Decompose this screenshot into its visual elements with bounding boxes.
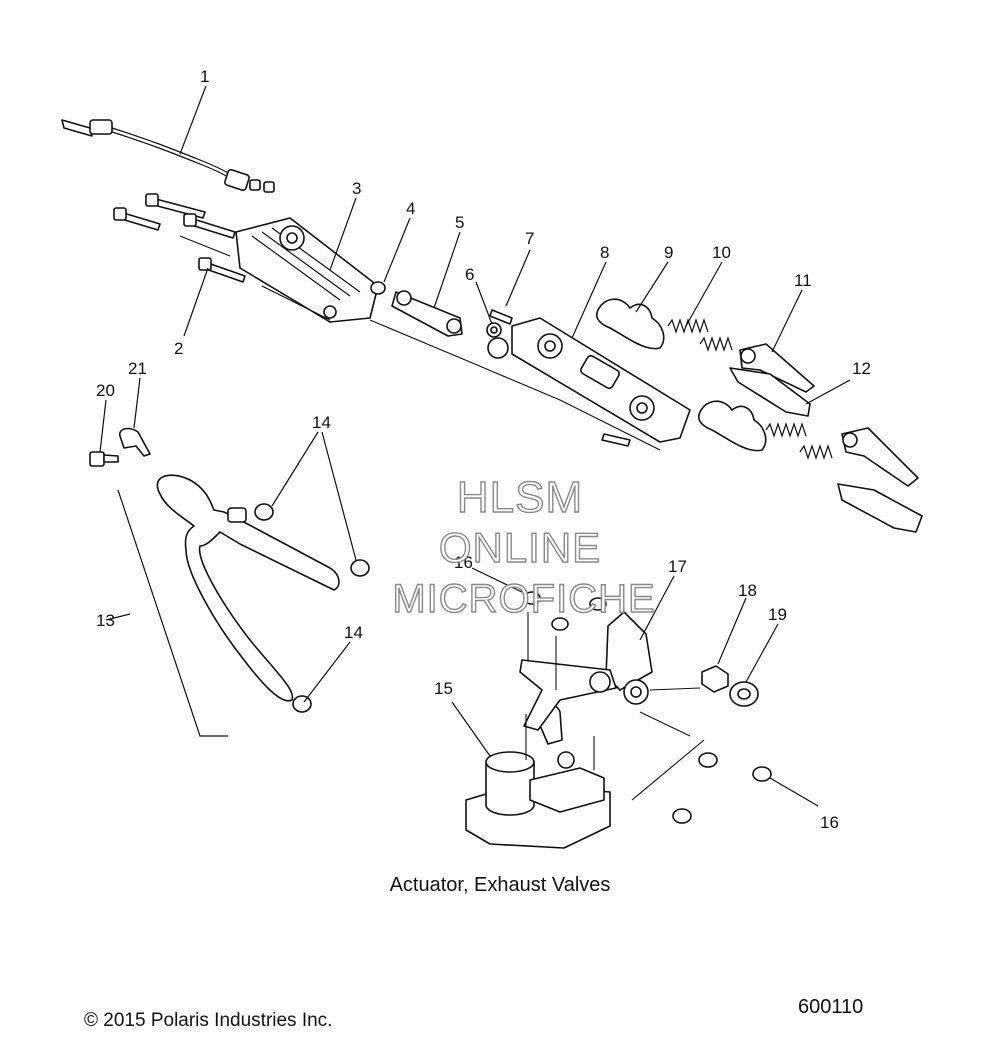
callout-10: 10 (712, 243, 731, 262)
part-13-leader (117, 489, 228, 737)
figure-number: 600110 (798, 996, 864, 1018)
part-5-link-arm (391, 290, 463, 337)
watermark-line-3: MICROFICHE (392, 577, 655, 621)
part-3-housing (235, 217, 379, 323)
callout-17: 17 (668, 557, 687, 576)
part-12-valve-arms (729, 367, 923, 533)
part-9-gasket (595, 298, 767, 452)
part-18-nut (701, 665, 729, 693)
part-2-bolts (113, 193, 246, 283)
watermark-line-2: ONLINE (439, 524, 601, 571)
part-6-nut (486, 322, 502, 338)
part-21-clip (119, 427, 151, 457)
part-19-bushing (729, 681, 759, 707)
callout-15: 15 (434, 679, 453, 698)
part-7-bolt (487, 309, 513, 359)
callout-16-lower: 16 (820, 813, 839, 832)
callout-2: 2 (174, 339, 183, 358)
part-1-cable (61, 119, 275, 193)
callout-13: 13 (96, 611, 115, 630)
part-20-bolt (89, 451, 119, 467)
callout-8: 8 (600, 243, 609, 262)
callout-1: 1 (200, 67, 209, 86)
callout-14-upper: 14 (312, 413, 331, 432)
callout-18: 18 (738, 581, 757, 600)
part-11-valve-levers (739, 343, 919, 487)
callout-21: 21 (128, 359, 147, 378)
part-8-arm (511, 317, 691, 447)
callout-11: 11 (794, 271, 812, 290)
part-16-bolts (523, 591, 772, 824)
part-4-pin (370, 281, 386, 295)
callout-12: 12 (852, 359, 871, 378)
part-13-hose (156, 474, 340, 702)
watermark: HLSM ONLINE MICROFICHE (392, 472, 656, 621)
callout-9: 9 (664, 243, 673, 262)
callout-20: 20 (96, 381, 115, 400)
callout-16-upper: 16 (454, 553, 473, 572)
callout-leaders (99, 85, 851, 807)
alignment-lines-lower (525, 612, 705, 801)
part-17-bracket (519, 611, 653, 731)
callout-3: 3 (352, 179, 361, 198)
alignment-lines-upper (179, 235, 661, 451)
diagram-caption: Actuator, Exhaust Valves (389, 874, 611, 896)
callout-19: 19 (768, 605, 787, 624)
part-10-springs (667, 318, 833, 460)
callout-7: 7 (525, 229, 534, 248)
callout-labels: 1 2 3 4 5 6 7 8 9 10 11 12 13 14 14 15 1… (96, 67, 871, 832)
part-14-clamps (254, 503, 370, 713)
watermark-line-1: HLSM (457, 473, 583, 522)
callout-5: 5 (455, 213, 464, 232)
callout-6: 6 (465, 265, 474, 284)
callout-4: 4 (406, 199, 415, 218)
callout-14-lower: 14 (344, 623, 363, 642)
copyright-notice: © 2015 Polaris Industries Inc. (84, 1010, 333, 1031)
